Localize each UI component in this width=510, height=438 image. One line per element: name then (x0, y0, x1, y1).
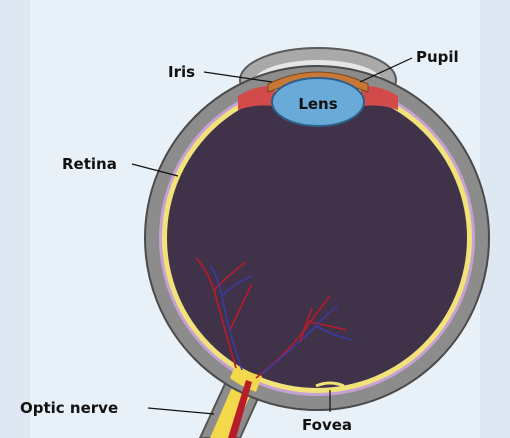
retina-label: Retina (62, 155, 117, 173)
iris-label: Iris (168, 63, 195, 81)
pupil-label: Pupil (416, 48, 459, 66)
vitreous-body (167, 88, 467, 388)
optic-nerve-label: Optic nerve (20, 399, 118, 417)
lens-label: Lens (298, 95, 337, 113)
background-band-left (0, 0, 30, 438)
fovea-label: Fovea (302, 416, 352, 434)
